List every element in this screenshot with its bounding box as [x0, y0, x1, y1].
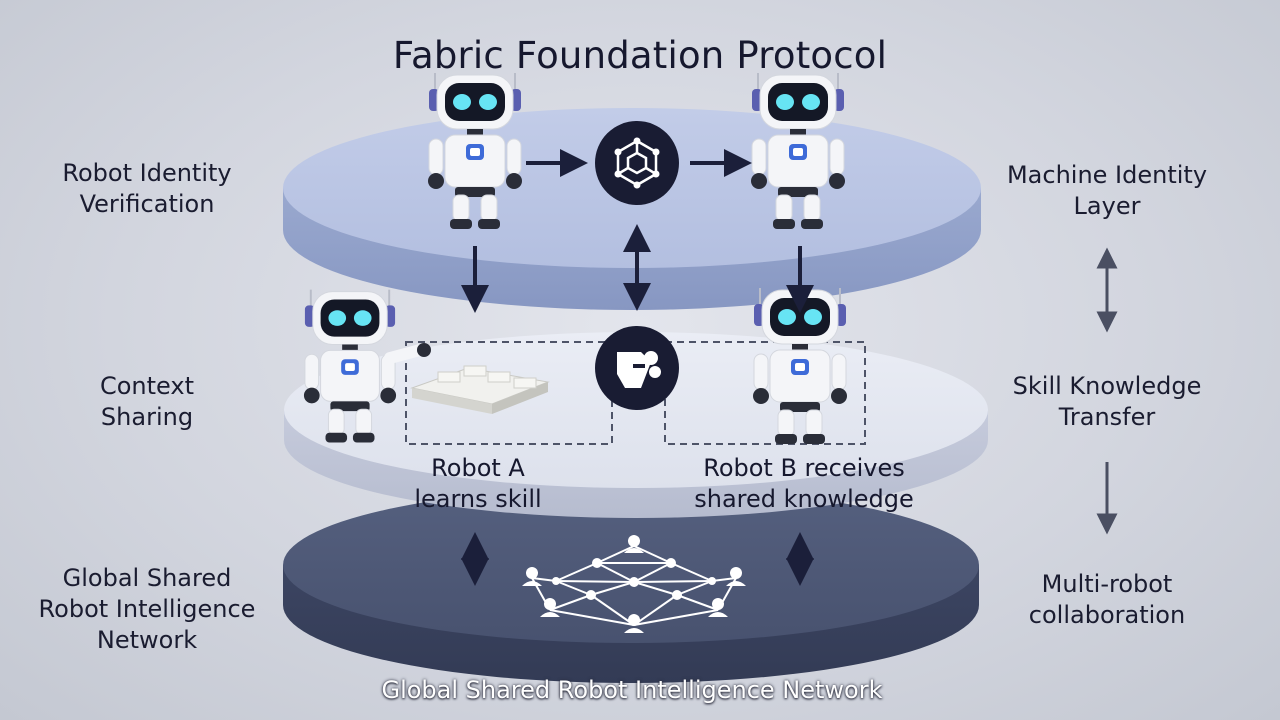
- network-nodes: [522, 535, 746, 633]
- robot-b-caption: Robot B receives shared knowledge: [694, 454, 914, 513]
- hand-transfer-icon: [595, 326, 679, 410]
- node-network-icon: [531, 545, 737, 626]
- skill-blocks: [410, 365, 550, 414]
- label-multi-robot-collaboration: Multi-robot collaboration: [1028, 570, 1186, 629]
- label-global-shared-network: Global Shared Robot Intelligence Network: [38, 564, 256, 654]
- robot-a-caption: Robot A learns skill: [414, 454, 542, 513]
- bottom-caption: Global Shared Robot Intelligence Network: [381, 676, 883, 704]
- label-skill-knowledge-transfer: Skill Knowledge Transfer: [1012, 372, 1202, 431]
- page-title: Fabric Foundation Protocol: [392, 34, 888, 77]
- robot-a-reaching-arm: [384, 344, 426, 364]
- network-hexagon-icon: [595, 121, 679, 205]
- label-robot-identity-verification: Robot Identity Verification: [62, 159, 232, 218]
- robot-a-hand: [417, 343, 431, 357]
- label-context-sharing: Context Sharing: [99, 372, 195, 431]
- label-machine-identity-layer: Machine Identity Layer: [1006, 161, 1208, 220]
